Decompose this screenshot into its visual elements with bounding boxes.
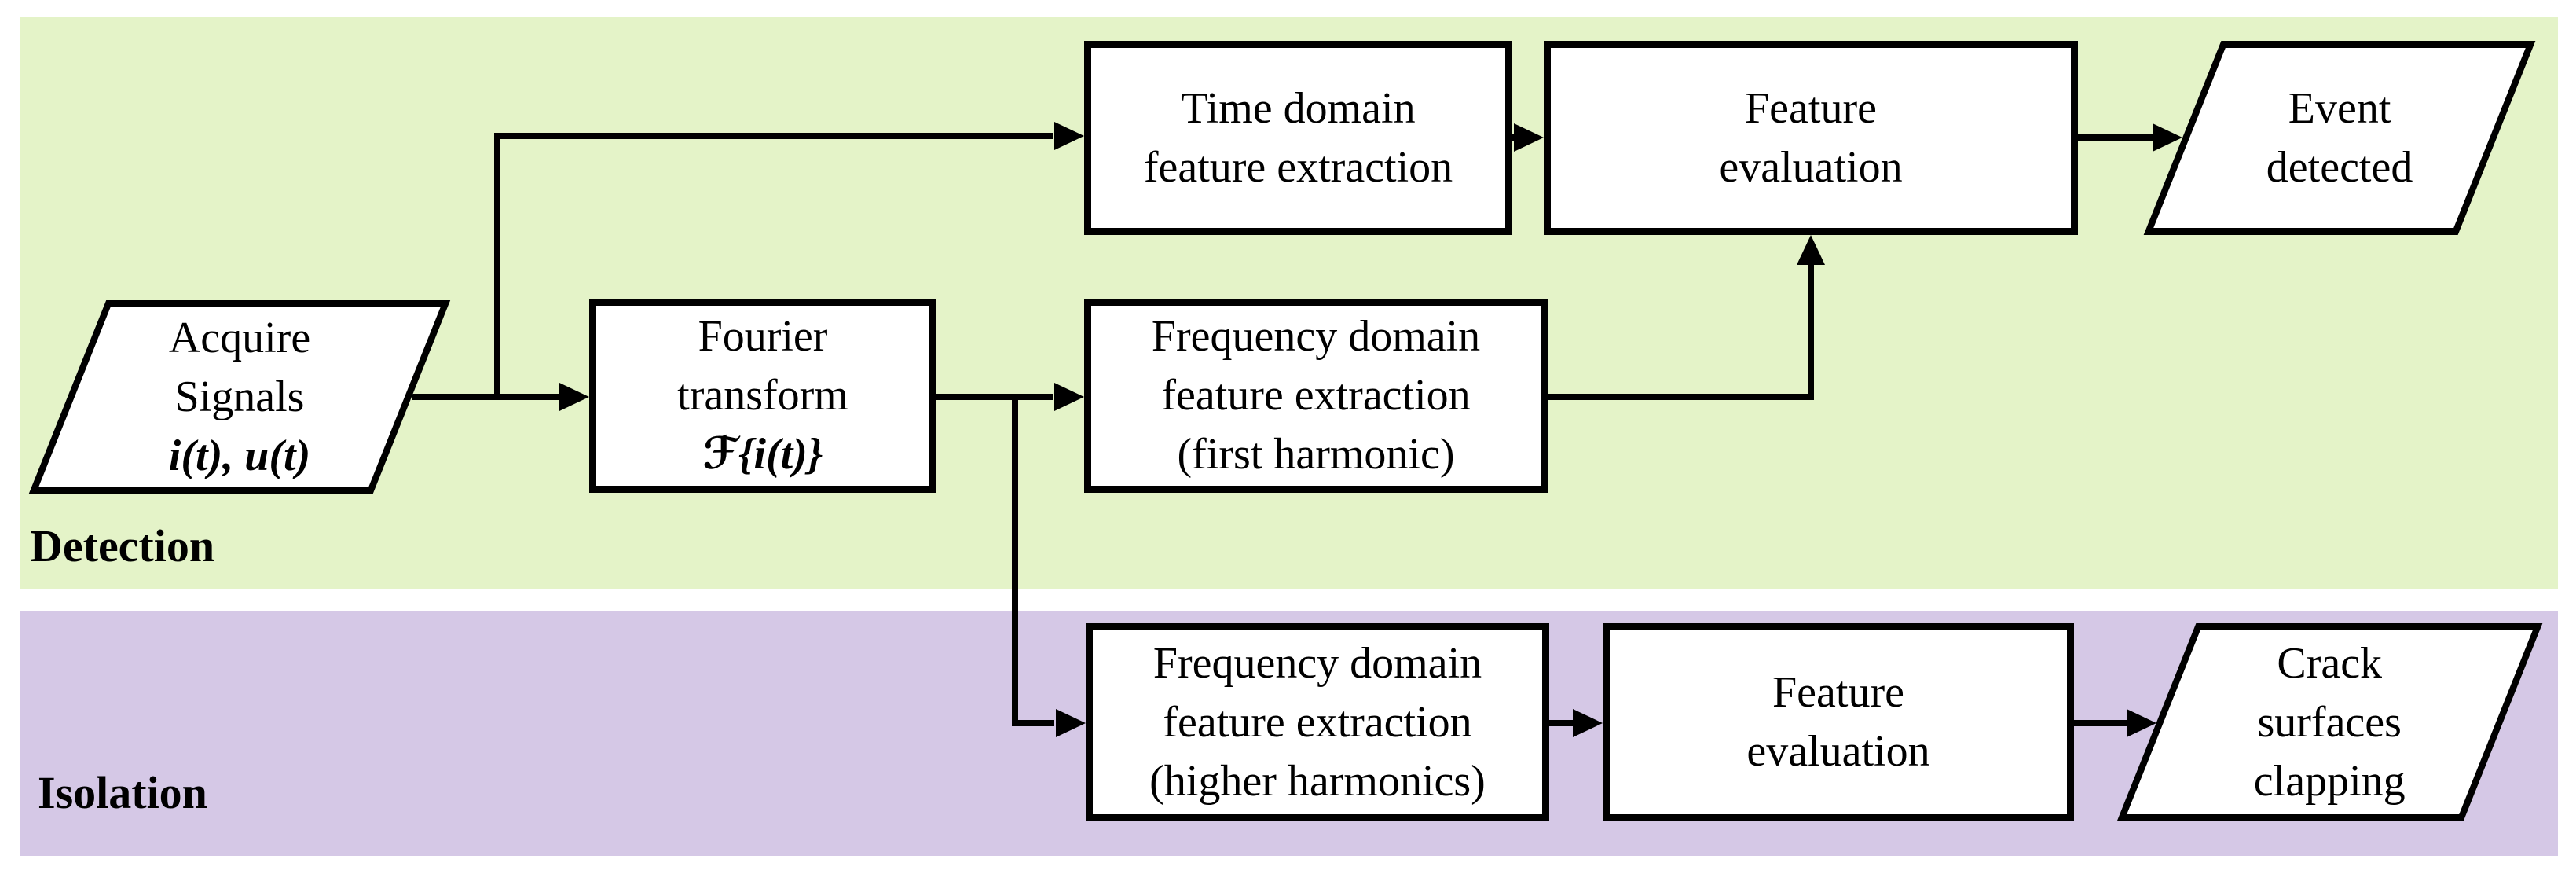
connector-line <box>494 133 1053 400</box>
arrowhead <box>1514 123 1544 152</box>
arrowhead <box>1054 383 1084 411</box>
node-label: Feature evaluation <box>1719 83 1903 192</box>
connector-line <box>1548 263 1814 400</box>
arrowhead <box>1056 709 1086 737</box>
arrowhead <box>559 383 589 411</box>
arrow-feature-eval-to-crack <box>2074 709 2156 737</box>
node-label-line: transform <box>677 371 848 420</box>
node-label: Frequency domain feature extraction (fir… <box>1151 312 1481 479</box>
arrow-fourier-to-freq-first <box>936 383 1084 411</box>
node-label: Crack surfaces clapping <box>2254 638 2406 806</box>
arrow-feature-eval-to-event <box>2078 123 2182 152</box>
node-acquire-signals-text: Acquire Signals i(t), u(t) <box>169 309 310 486</box>
arrow-acquire-to-time-domain <box>494 122 1084 400</box>
arrow-freq-higher-to-feature-eval <box>1549 709 1603 737</box>
node-label-math: i(t), u(t) <box>168 431 311 480</box>
arrow-freq-first-to-feature-eval <box>1548 235 1825 400</box>
arrowhead <box>2153 123 2182 152</box>
node-event-detected-text: Event detected <box>2266 79 2413 197</box>
arrowhead <box>1797 235 1825 265</box>
arrow-fourier-to-freq-higher <box>1012 397 1086 737</box>
arrowhead <box>1573 709 1603 737</box>
arrowhead <box>2127 709 2156 737</box>
node-label-line: Signals <box>174 372 305 421</box>
isolation-region-label: Isolation <box>38 767 207 818</box>
node-label: Time domain feature extraction <box>1143 83 1453 192</box>
node-label: Feature evaluation <box>1746 668 1930 776</box>
connector-line <box>1012 397 1054 726</box>
detection-region-label: Detection <box>30 520 215 571</box>
arrowhead <box>1054 122 1084 150</box>
arrow-acquire-to-fourier <box>412 383 589 411</box>
node-crack-surfaces-clapping-text: Crack surfaces clapping <box>2254 634 2406 811</box>
node-frequency-domain-higher-harmonics: Frequency domain feature extraction (hig… <box>1086 623 1549 821</box>
node-label-math: ℱ{i(t)} <box>702 430 823 479</box>
node-frequency-domain-first-harmonic: Frequency domain feature extraction (fir… <box>1084 299 1548 493</box>
node-label: Frequency domain feature extraction (hig… <box>1149 638 1486 806</box>
node-fourier-transform: Fourier transform ℱ{i(t)} <box>589 299 936 493</box>
node-time-domain-feature-extraction: Time domain feature extraction <box>1084 41 1512 235</box>
arrow-time-domain-to-feature-eval <box>1512 123 1544 152</box>
node-label-line: Fourier <box>698 312 828 361</box>
node-feature-evaluation-isolation: Feature evaluation <box>1603 623 2074 821</box>
node-label: Event detected <box>2266 83 2413 192</box>
node-label-line: Acquire <box>168 313 311 362</box>
node-feature-evaluation-detection: Feature evaluation <box>1544 41 2078 235</box>
